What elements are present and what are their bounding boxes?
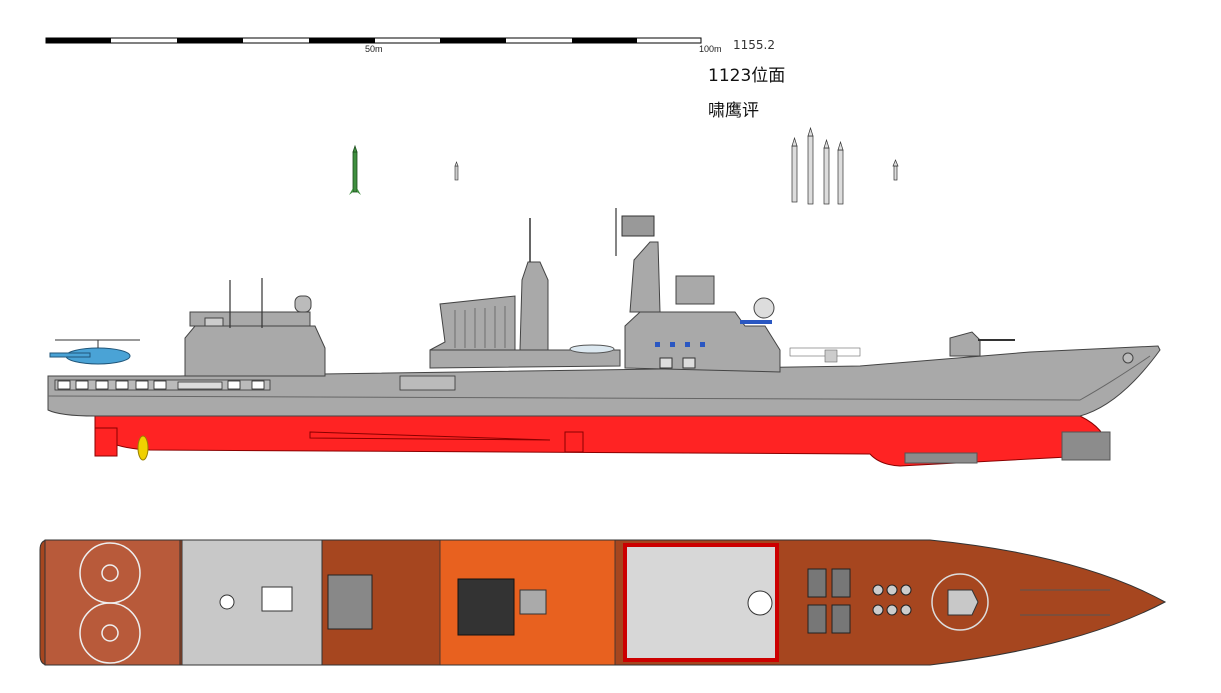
hangar-roof — [181, 539, 323, 666]
scale-bar — [45, 37, 702, 44]
hull-above-water — [47, 345, 1161, 417]
vls-cells — [807, 568, 851, 634]
missile-icon — [349, 144, 361, 195]
rudder — [94, 427, 118, 457]
sonar-dome — [904, 452, 978, 464]
gun-turret-icon — [949, 331, 1015, 357]
radar-icon — [753, 297, 775, 319]
gun-turret-icon — [947, 589, 979, 616]
missile-icon — [454, 161, 459, 181]
radar-icon — [621, 215, 655, 237]
drawing-code: 1155.2 — [733, 38, 775, 52]
vls-launcher — [327, 574, 373, 630]
scale-end-label: 100m — [699, 44, 722, 54]
weapon-samples — [349, 126, 899, 205]
helicopter-icon — [49, 339, 140, 365]
funnel-top — [457, 578, 515, 636]
missile-icon — [791, 126, 899, 205]
propeller-icon — [137, 435, 149, 461]
ship-side-profile — [47, 208, 1161, 467]
radar-icon — [294, 295, 312, 313]
hangar-superstructure — [184, 325, 326, 377]
ship-deck-plan — [39, 539, 1167, 666]
drawing-title: 1123位面 — [708, 66, 786, 86]
drawing-author: 啸鹰评 — [708, 101, 759, 121]
main-mast — [519, 261, 549, 351]
foremast — [629, 241, 661, 313]
funnel — [429, 295, 516, 351]
scale-mid-label: 50m — [365, 44, 383, 54]
bow-sonar — [1061, 431, 1111, 461]
